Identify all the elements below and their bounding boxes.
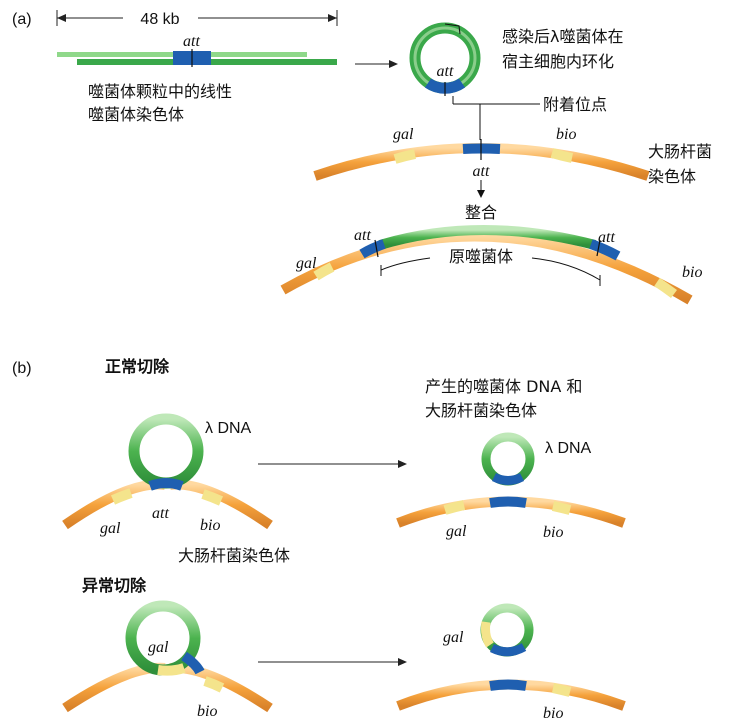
product-caption-1: 产生的噬菌体 DNA 和 <box>425 377 582 396</box>
attachment-site-label: 附着位点 <box>543 95 607 114</box>
ecoli-chrom-label-1: 大肠杆菌 <box>648 142 712 161</box>
lambda-dna-label-1: λ DNA <box>205 420 252 437</box>
circle-caption-1: 感染后λ噬菌体在 <box>502 27 623 46</box>
prophage-label: 原噬菌体 <box>449 247 513 266</box>
circle-caption-2: 宿主细胞内环化 <box>502 52 614 71</box>
att-label-circle: att <box>437 63 454 80</box>
abnormal-excision-arrow <box>258 658 407 666</box>
gal-label-a: gal <box>393 126 414 143</box>
bio-label-int: bio <box>682 264 702 281</box>
attachment-site-pointer <box>452 96 540 140</box>
ecoli-chrom-label-b: 大肠杆菌染色体 <box>178 546 290 565</box>
att-label-int-right: att <box>598 229 615 246</box>
abnormal-excision-after <box>396 603 626 711</box>
length-dimension <box>56 10 338 26</box>
linear-phage-chromosome <box>57 49 337 67</box>
normal-excision-title: 正常切除 <box>105 357 170 376</box>
att-label-int-left: att <box>354 227 371 244</box>
bio-label-a: bio <box>556 126 576 143</box>
bio-label-b3: bio <box>197 703 217 720</box>
product-caption-2: 大肠杆菌染色体 <box>425 401 537 420</box>
abnormal-excision-before <box>62 600 273 713</box>
integration-label: 整合 <box>465 203 497 222</box>
gal-label-int: gal <box>296 255 317 272</box>
circularize-arrow <box>355 60 398 68</box>
abnormal-excision-title: 异常切除 <box>82 576 147 595</box>
panel-a-letter: (a) <box>12 11 32 28</box>
prophage-bracket <box>380 257 601 286</box>
att-label-linear: att <box>183 33 200 50</box>
bio-label-b2: bio <box>543 524 563 541</box>
integrated-chromosome <box>280 225 693 305</box>
gal-label-b1: gal <box>100 520 121 537</box>
att-label-b1: att <box>152 505 169 522</box>
gal-label-b4: gal <box>443 629 464 646</box>
normal-excision-arrow <box>258 460 407 468</box>
ecoli-chromosome-a <box>313 139 650 181</box>
panel-b-letter: (b) <box>12 360 32 377</box>
linear-caption-1: 噬菌体颗粒中的线性 <box>88 82 232 101</box>
linear-caption-2: 噬菌体染色体 <box>88 105 184 124</box>
att-label-chrom: att <box>473 163 490 180</box>
lambda-dna-label-2: λ DNA <box>545 440 592 457</box>
circular-phage <box>409 22 481 96</box>
normal-excision-after <box>396 432 626 528</box>
gal-label-b3: gal <box>148 639 169 656</box>
gal-label-b2: gal <box>446 523 467 540</box>
length-label: 48 kb <box>140 11 179 28</box>
normal-excision-before <box>62 413 273 530</box>
integration-arrow <box>477 180 485 198</box>
ecoli-chrom-label-2: 染色体 <box>648 167 696 186</box>
bio-label-b4: bio <box>543 705 563 722</box>
bio-label-b1: bio <box>200 517 220 534</box>
